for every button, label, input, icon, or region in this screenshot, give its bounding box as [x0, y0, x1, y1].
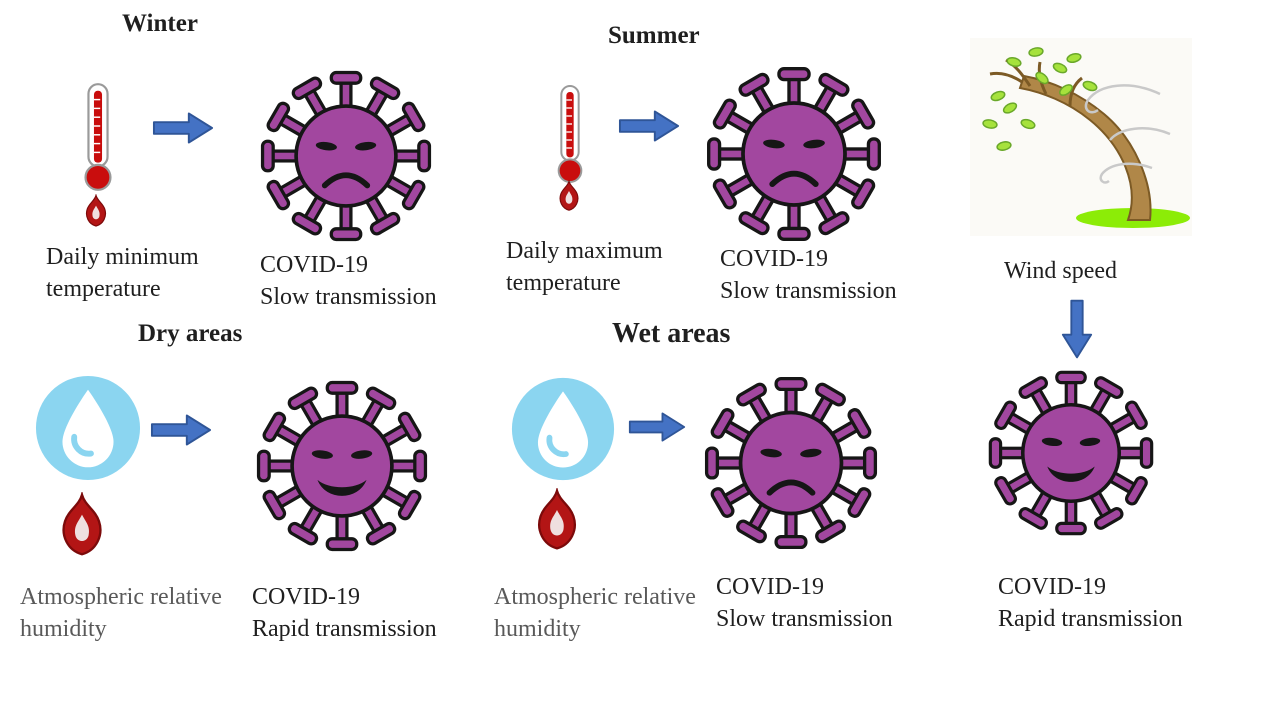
wind-result-label: COVID-19 Rapid transmission: [998, 572, 1238, 635]
winter-result-label: COVID-19 Slow transmission: [260, 250, 480, 313]
flame-icon: [85, 194, 107, 227]
coronavirus-icon: [252, 376, 432, 556]
dry-areas-title: Dry areas: [138, 320, 243, 347]
dry-result-label: COVID-19 Rapid transmission: [252, 582, 492, 645]
coronavirus-icon: [984, 366, 1158, 540]
coronavirus-icon: [702, 62, 886, 246]
transmission-label: Slow transmission: [260, 283, 437, 310]
dry-factor-label: Atmospheric relative humidity: [20, 584, 222, 642]
coronavirus-icon: [256, 66, 436, 246]
thermometer-icon: [84, 83, 112, 191]
summer-result-label: COVID-19 Slow transmission: [720, 244, 950, 307]
wet-factor-label: Atmospheric relative humidity: [494, 584, 696, 642]
flame-icon: [538, 489, 576, 550]
arrow-down-icon: [1061, 299, 1093, 359]
flame-icon: [559, 180, 579, 211]
wet-result-label: COVID-19 Slow transmission: [716, 572, 956, 635]
transmission-label: Rapid transmission: [252, 615, 437, 642]
arrow-right-icon: [150, 414, 212, 446]
arrow-right-icon: [152, 112, 214, 144]
coronavirus-icon: [700, 372, 882, 554]
flame-icon: [62, 493, 102, 556]
summer-factor-label: Daily maximum temperature: [506, 238, 663, 296]
thermometer-icon: [557, 85, 583, 183]
arrow-right-icon: [628, 412, 686, 442]
arrow-right-icon: [618, 110, 680, 142]
covid-label: COVID-19: [252, 584, 360, 610]
transmission-label: Slow transmission: [720, 277, 897, 304]
covid-label: COVID-19: [998, 574, 1106, 600]
summer-title: Summer: [608, 22, 700, 49]
winter-title: Winter: [122, 10, 198, 37]
covid-label: COVID-19: [716, 574, 824, 600]
transmission-label: Rapid transmission: [998, 605, 1183, 632]
humidity-droplet-icon: [34, 374, 142, 482]
covid-label: COVID-19: [720, 246, 828, 272]
covid-label: COVID-19: [260, 252, 368, 278]
winter-factor-label: Daily minimum temperature: [46, 244, 199, 302]
transmission-label: Slow transmission: [716, 605, 893, 632]
wind-factor-label: Wind speed: [1004, 258, 1118, 284]
humidity-droplet-icon: [510, 376, 616, 482]
wet-areas-title: Wet areas: [612, 318, 731, 349]
wind-blown-tree-icon: [970, 38, 1192, 236]
